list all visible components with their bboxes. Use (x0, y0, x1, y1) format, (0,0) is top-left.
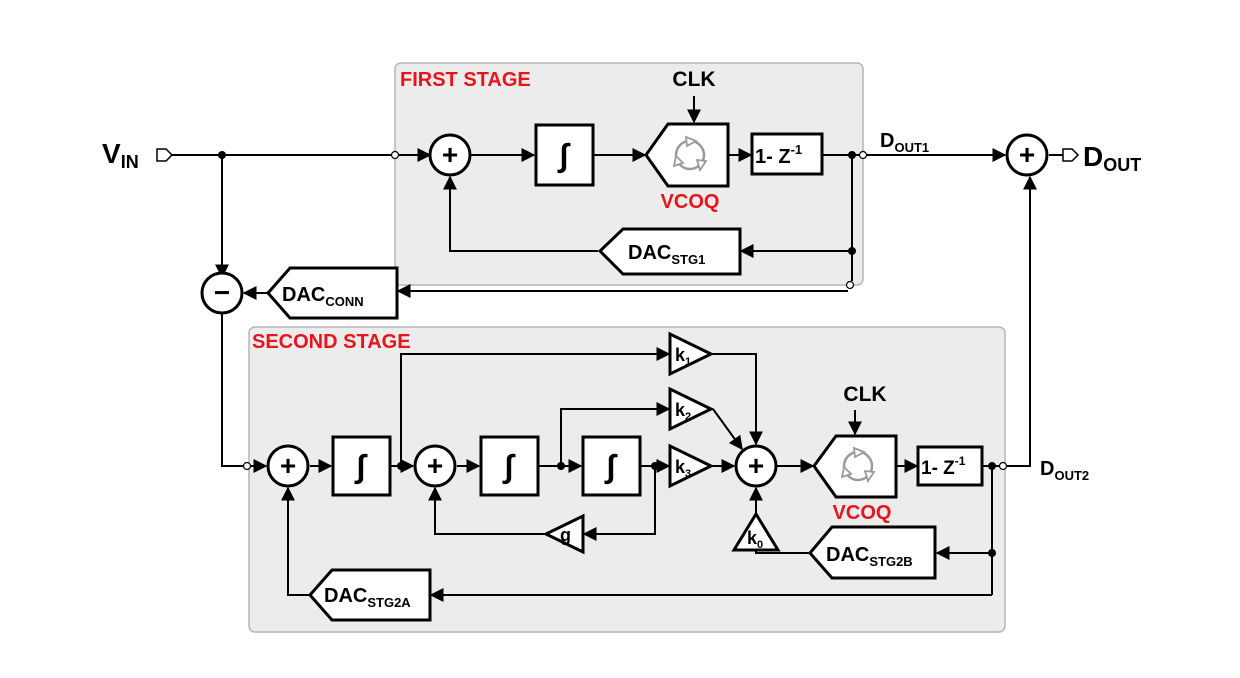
svg-text:−: − (214, 277, 230, 308)
first-stage-title: FIRST STAGE (400, 69, 531, 91)
svg-text:DACCONN: DACCONN (282, 284, 364, 309)
dout-label: DOUT (1083, 141, 1141, 175)
vco-ring-icon (840, 446, 876, 484)
gain-k0: k0 (731, 511, 781, 552)
second-stage-integrator-3: ∫ (581, 435, 642, 497)
dac-conn-block: DACCONN (266, 266, 399, 320)
svg-text:∫: ∫ (502, 448, 516, 485)
svg-text:∫: ∫ (557, 137, 571, 174)
dac-stg1-block: DACSTG1 (597, 227, 742, 276)
first-stage-vcoq-label: VCOQ (661, 191, 720, 213)
svg-text:+: + (748, 450, 764, 481)
junction-dot (557, 462, 565, 470)
vco-ring-icon (672, 135, 708, 173)
junction-dot (848, 247, 856, 255)
second-stage-summer-3: + (734, 444, 778, 488)
svg-text:g: g (560, 525, 571, 545)
first-stage-summer: + (428, 133, 472, 177)
second-stage-clk-label: CLK (843, 383, 886, 406)
second-stage-integrator-1: ∫ (331, 435, 392, 497)
second-stage-integrator-2: ∫ (479, 435, 540, 497)
svg-text:∫: ∫ (604, 448, 618, 485)
dac-stg2b-block: DACSTG2B (808, 525, 937, 580)
subtractor: − (200, 271, 244, 315)
stage-port (390, 150, 400, 160)
svg-text:k3: k3 (675, 457, 691, 480)
junction-dot (651, 462, 659, 470)
output-summer: + (1005, 133, 1049, 177)
svg-text:DACSTG2A: DACSTG2A (324, 585, 411, 610)
svg-text:DACSTG2B: DACSTG2B (826, 544, 913, 569)
stage-port (242, 461, 252, 471)
second-stage-summer-2: + (413, 444, 457, 488)
svg-text:+: + (280, 450, 296, 481)
svg-text:k1: k1 (675, 345, 691, 368)
junction-dot (218, 151, 226, 159)
gain-k3: k3 (668, 443, 715, 489)
second-stage-differentiator: 1- Z-1 (916, 445, 984, 487)
dout1-label: DOUT1 (880, 130, 929, 155)
stage-port (998, 461, 1008, 471)
gain-g: g (542, 513, 585, 555)
svg-text:1- Z-1: 1- Z-1 (921, 454, 966, 479)
first-stage-region (394, 62, 864, 286)
second-stage-title: SECOND STAGE (252, 331, 411, 353)
wires (172, 96, 1063, 602)
input-pin-icon (156, 148, 174, 162)
svg-text:+: + (1019, 139, 1035, 170)
junction-dot (848, 151, 856, 159)
second-stage-summer-1: + (266, 444, 310, 488)
junction-dot (988, 462, 996, 470)
svg-text:k0: k0 (747, 528, 763, 551)
svg-text:DACSTG1: DACSTG1 (628, 242, 705, 267)
svg-text:+: + (442, 139, 458, 170)
first-stage-clk-label: CLK (672, 68, 715, 91)
svg-text:+: + (427, 450, 443, 481)
svg-text:k2: k2 (675, 400, 691, 423)
svg-text:1- Z-1: 1- Z-1 (755, 142, 802, 168)
stage-port (858, 150, 868, 160)
stage-port (845, 280, 855, 290)
second-stage-vcoq-label: VCOQ (833, 502, 892, 524)
output-pin-icon (1062, 148, 1080, 162)
gain-k1: k1 (668, 331, 715, 377)
first-stage-differentiator: 1- Z-1 (750, 132, 824, 176)
first-stage-integrator: ∫ (534, 123, 595, 187)
vin-label: VIN (102, 138, 139, 172)
second-stage-vco-quantizer (812, 434, 898, 499)
junction-dot (397, 462, 405, 470)
junction-dot (988, 549, 996, 557)
first-stage-vco-quantizer (644, 122, 730, 188)
dac-stg2a-block: DACSTG2A (308, 568, 432, 622)
svg-text:∫: ∫ (354, 448, 368, 485)
gain-k2: k2 (668, 386, 715, 432)
dout2-label: DOUT2 (1040, 458, 1089, 483)
